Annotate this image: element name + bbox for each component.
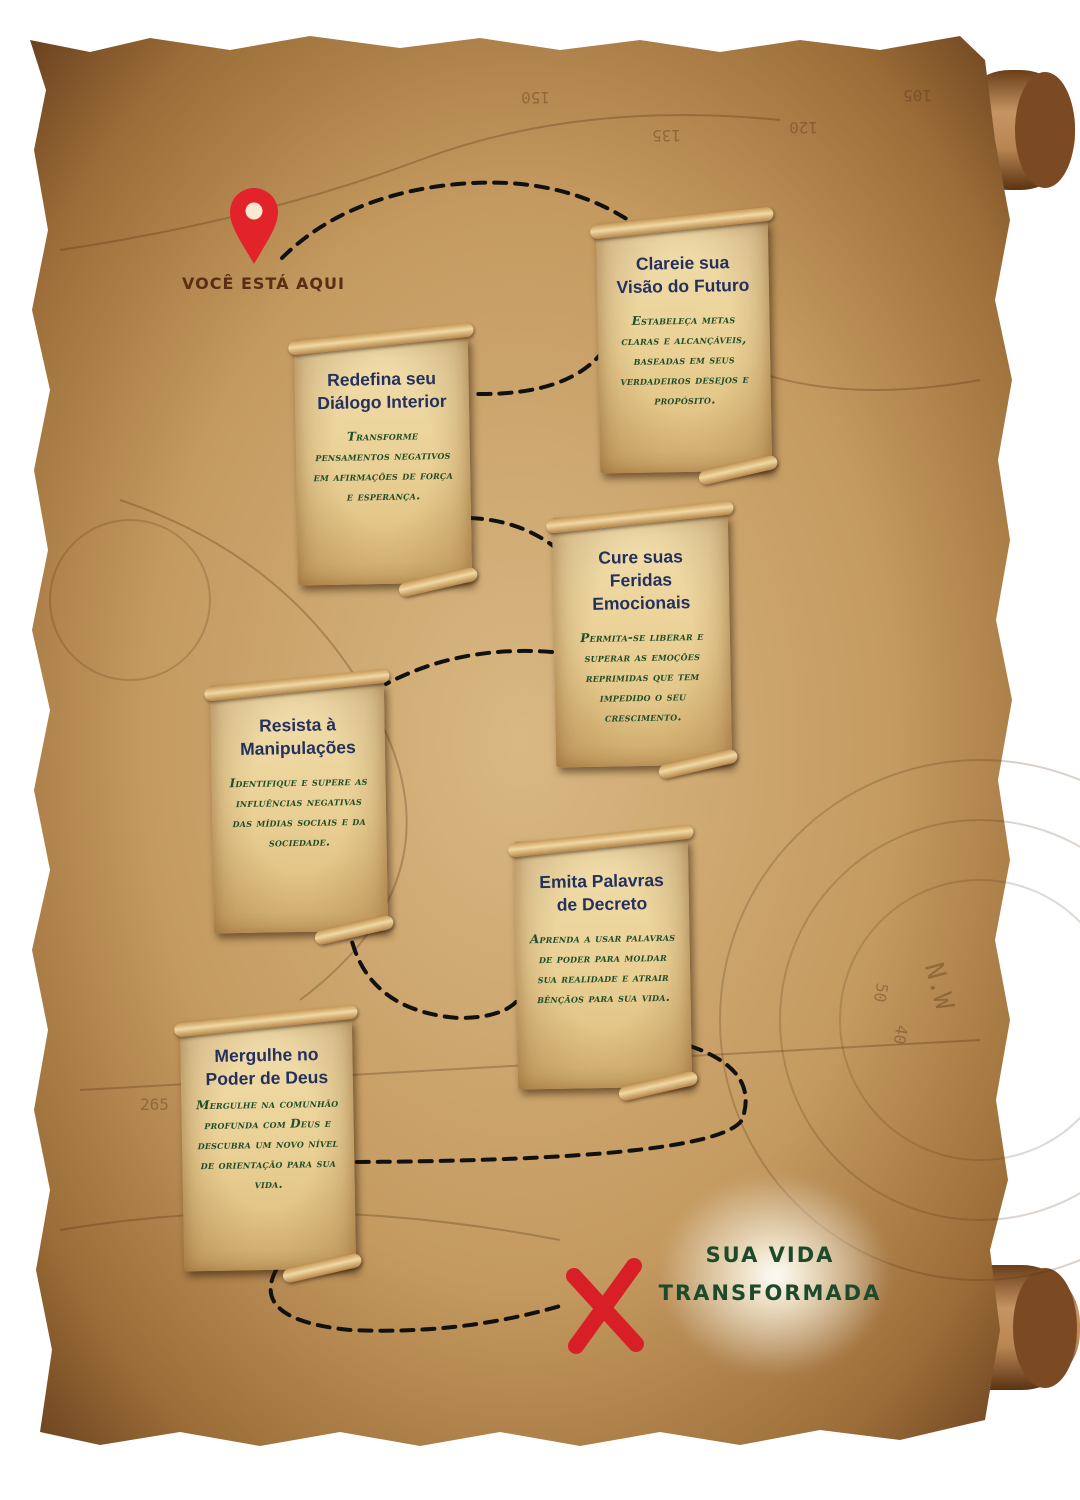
destination-glow: [660, 1175, 890, 1375]
step-title: Emita Palavras de Decreto: [539, 869, 664, 915]
scroll-roll-top-end: [1015, 72, 1075, 188]
step-card-emita: Emita Palavras de Decreto Aprenda a usar…: [513, 838, 693, 1090]
route-segment-2: [476, 348, 606, 397]
treasure-x-icon: [566, 1258, 644, 1354]
step-card-cure: Cure suas Feridas Emocionais Permita-se …: [551, 514, 733, 768]
step-title: Redefina seu Diálogo Interior: [317, 368, 447, 414]
step-title: Clareie sua Visão do Futuro: [616, 252, 750, 298]
step-description: Estabeleça metas claras e alcançáveis, b…: [620, 312, 749, 408]
step-title: Cure suas Feridas Emocionais: [592, 546, 691, 614]
step-card-resista: Resista à Manipulações Identifique e sup…: [209, 682, 389, 934]
route-segment-7: [268, 1268, 562, 1333]
map-label-120: 120: [789, 118, 818, 137]
step-description: Identifique e supere as influências nega…: [229, 773, 368, 850]
map-label-50: 50: [870, 982, 892, 1004]
map-label-150: 150: [521, 88, 550, 107]
route-segment-4: [384, 648, 554, 686]
step-card-redefina: Redefina seu Diálogo Interior Transforme…: [293, 336, 473, 586]
step-description: Aprenda a usar palavras de poder para mo…: [529, 929, 676, 1007]
route-segment-6: [354, 1044, 748, 1164]
scroll-roll-bottom-end: [1013, 1268, 1077, 1388]
destination-label: SUA VIDA TRANSFORMADA: [650, 1236, 890, 1312]
route-segment-5: [346, 920, 518, 1021]
map-label-265: 265: [140, 1095, 169, 1114]
location-pin-icon: [230, 188, 278, 264]
step-card-clareie: Clareie sua Visão do Futuro Estabeleça m…: [595, 220, 773, 474]
map-label-105: 105: [903, 86, 932, 105]
destination-line-2: TRANSFORMADA: [658, 1281, 882, 1305]
step-title: Mergulhe no Poder de Deus: [205, 1044, 329, 1090]
route-segment-3: [468, 516, 558, 550]
step-title: Resista à Manipulações: [239, 714, 356, 760]
map-label-40: 40: [890, 1024, 912, 1046]
dashed-route: [268, 180, 748, 1333]
you-are-here-label: VOCÊ ESTÁ AQUI: [182, 274, 345, 293]
destination-line-1: SUA VIDA: [705, 1243, 835, 1267]
route-segment-1: [280, 180, 642, 260]
map-label-135: 135: [652, 126, 681, 145]
step-description: Mergulhe na comunhão profunda com Deus e…: [196, 1095, 339, 1192]
step-description: Transforme pensamentos negativos em afir…: [313, 428, 454, 504]
step-card-mergulhe: Mergulhe no Poder de Deus Mergulhe na co…: [179, 1018, 357, 1272]
step-description: Permita-se liberar e superar as emoções …: [580, 628, 704, 725]
